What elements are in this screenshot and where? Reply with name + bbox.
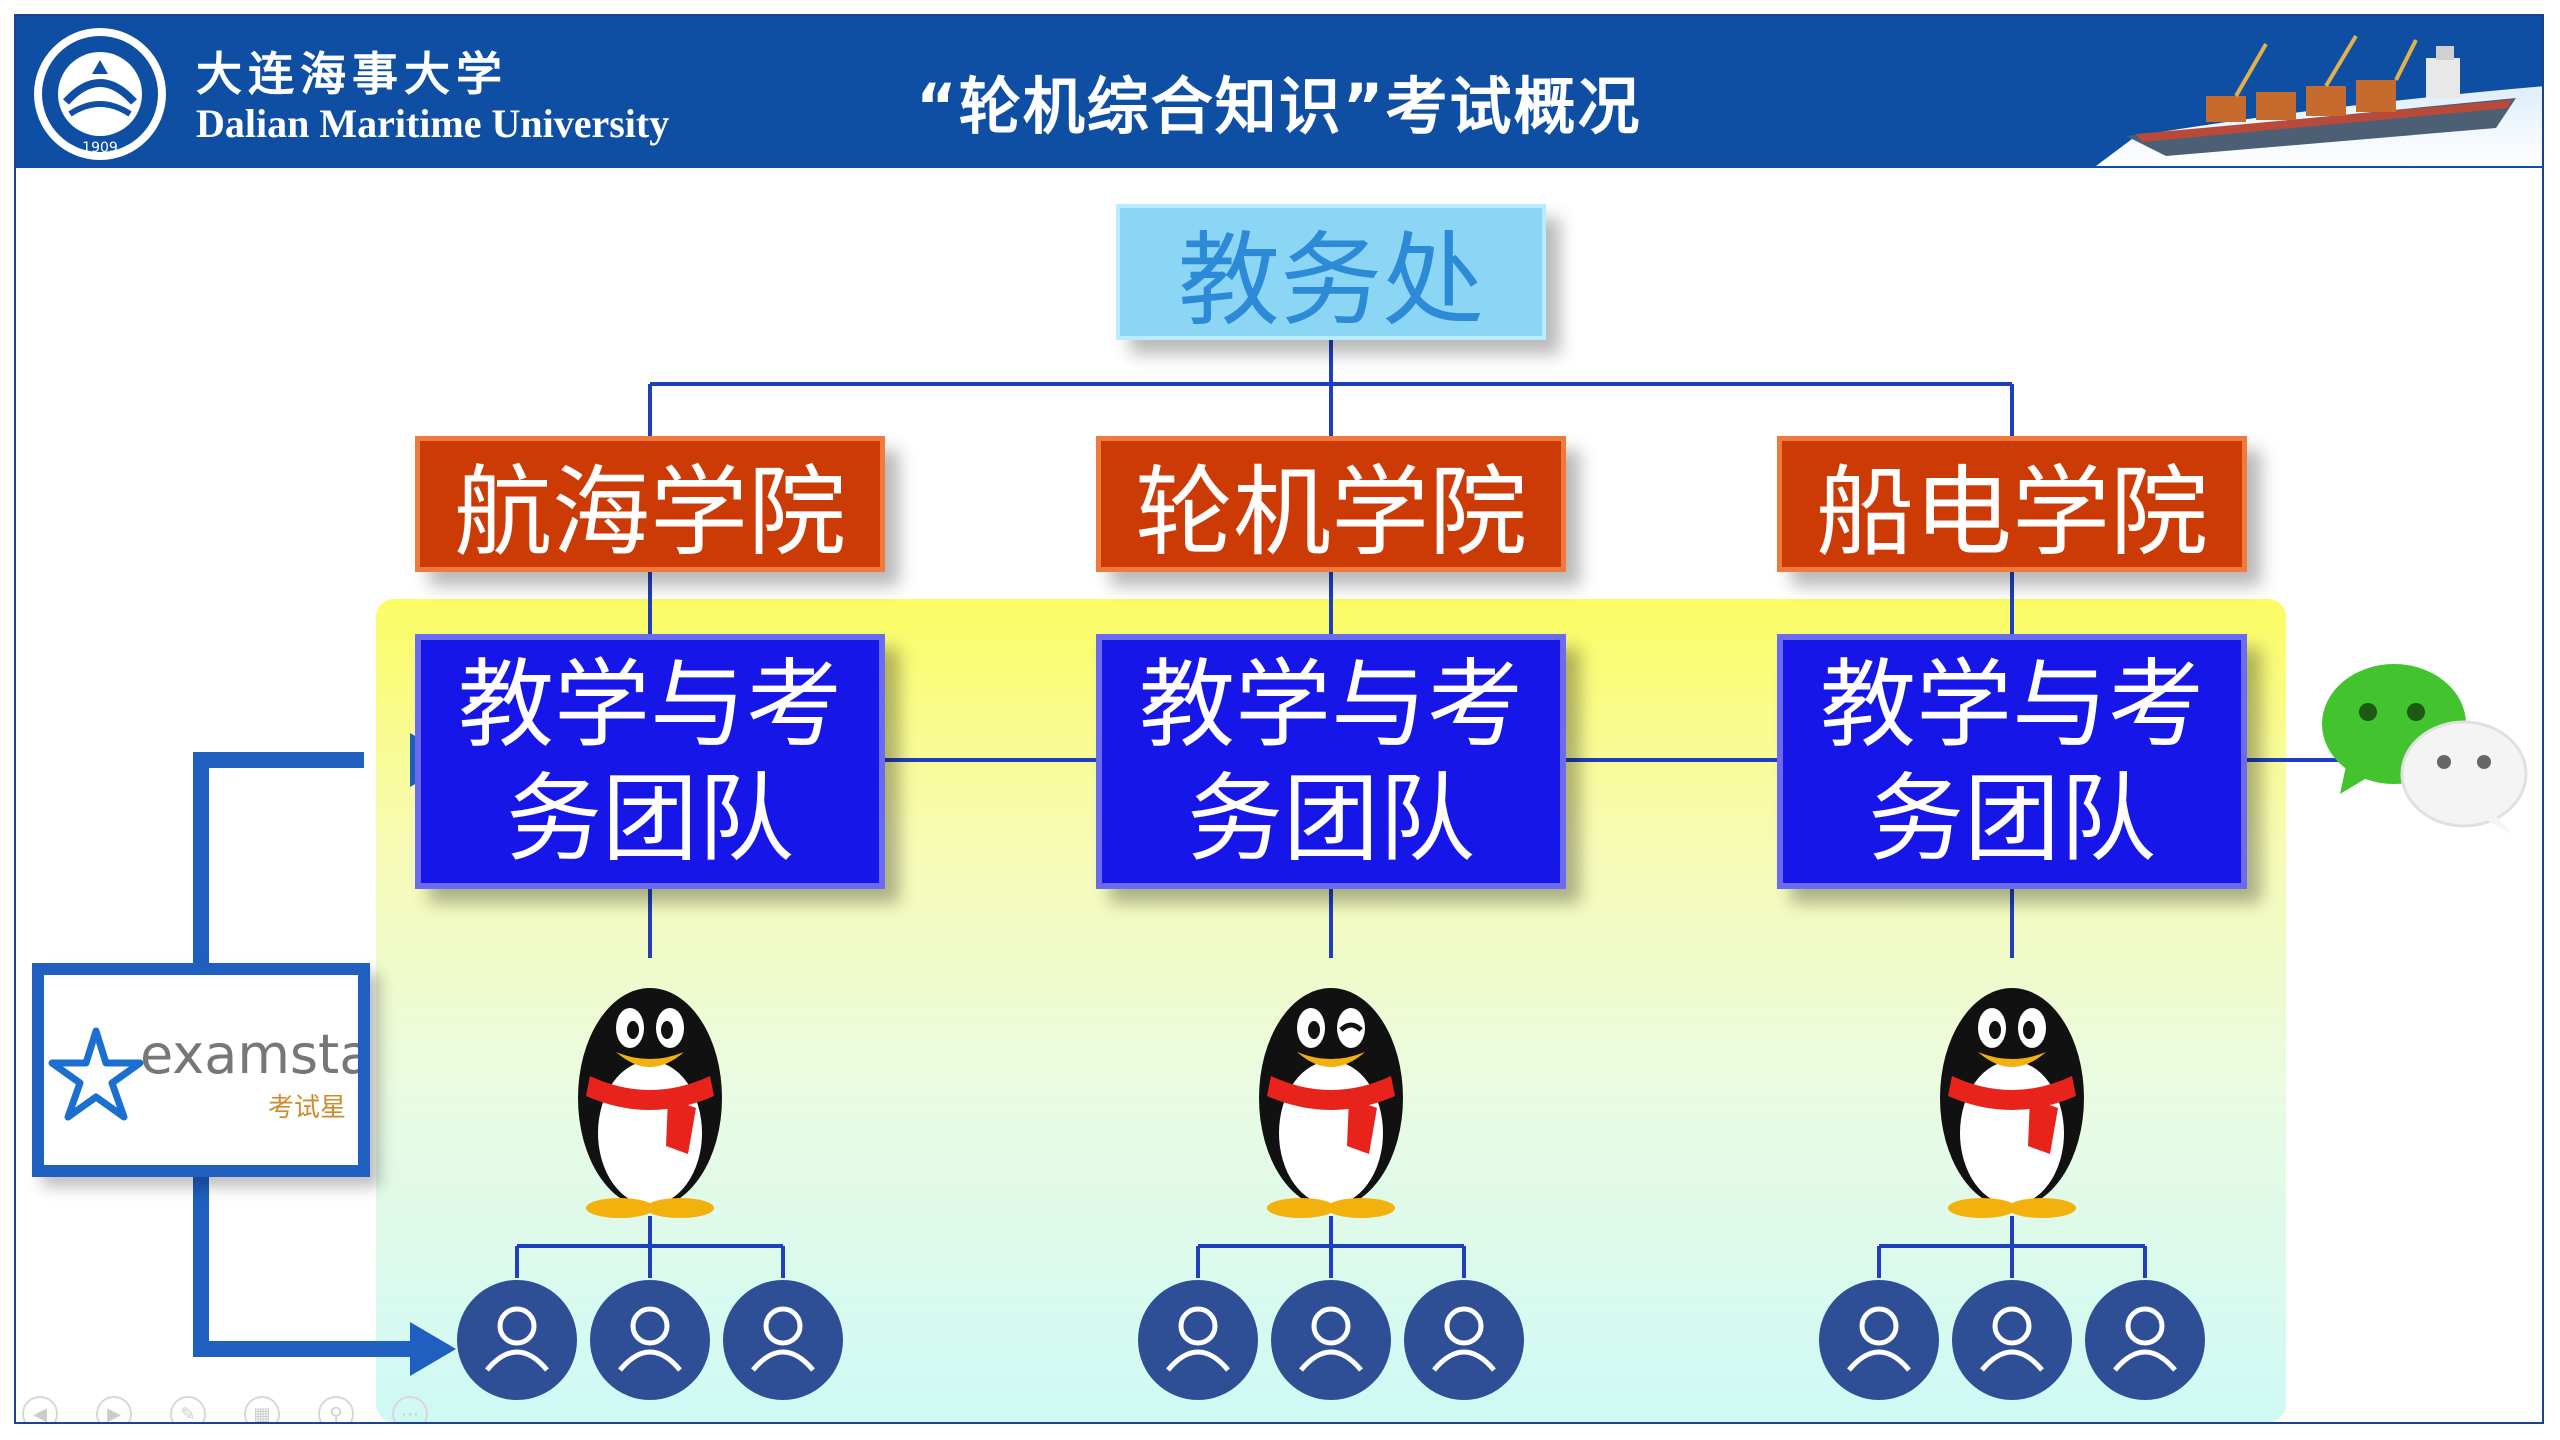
teaching-exam-team-box-3: 教学与考务团队 <box>1777 634 2247 889</box>
slides-grid-icon[interactable]: ▦ <box>244 1396 280 1422</box>
zoom-icon[interactable]: ⚲ <box>318 1396 354 1422</box>
user-icon <box>457 1280 577 1400</box>
university-name-en: Dalian Maritime University <box>196 101 670 146</box>
user-icon <box>723 1280 843 1400</box>
user-icon <box>2085 1280 2205 1400</box>
logo-year: 1909 <box>82 140 118 156</box>
slide-header: 1909 大连海事大学 Dalian Maritime University “… <box>16 16 2542 168</box>
previous-slide-icon[interactable]: ◀ <box>22 1396 58 1422</box>
next-slide-icon[interactable]: ▶ <box>96 1396 132 1422</box>
navigation-college-box: 航海学院 <box>415 436 885 572</box>
user-icon <box>590 1280 710 1400</box>
user-icon <box>1819 1280 1939 1400</box>
examstar-subtitle: 考试星 <box>268 1093 347 1123</box>
pen-icon[interactable]: ✎ <box>170 1396 206 1422</box>
team-label-line2: 务团队 <box>1187 762 1475 875</box>
user-group-2 <box>1138 1280 1524 1400</box>
user-group-3 <box>1819 1280 2205 1400</box>
slide-frame: 1909 大连海事大学 Dalian Maritime University “… <box>14 14 2544 1424</box>
more-icon[interactable]: ⋯ <box>392 1396 428 1422</box>
examstar-star-icon <box>48 1027 144 1121</box>
teaching-exam-team-box-2: 教学与考务团队 <box>1096 634 1566 889</box>
team-label-line1: 教学与考 <box>1139 648 1523 761</box>
examstar-wordmark: examstar <box>140 1023 370 1086</box>
university-seal-icon: 1909 <box>34 28 166 160</box>
university-name-cn: 大连海事大学 <box>196 47 508 101</box>
team-label-line2: 务团队 <box>506 762 794 875</box>
electrical-engineering-college-box: 船电学院 <box>1777 436 2247 572</box>
user-icon <box>1952 1280 2072 1400</box>
wechat-icon <box>2322 664 2528 834</box>
teaching-exam-team-box-1: 教学与考务团队 <box>415 634 885 889</box>
qq-penguin-icon <box>1940 988 2084 1218</box>
user-icon <box>1271 1280 1391 1400</box>
academic-affairs-box: 教务处 <box>1116 204 1546 341</box>
user-icon <box>1404 1280 1524 1400</box>
examstar-logo-box: examstar 考试星 <box>32 963 370 1177</box>
team-label-line1: 教学与考 <box>1820 648 2204 761</box>
user-group-1 <box>457 1280 843 1400</box>
org-diagram: 教务处 航海学院 轮机学院 船电学院 教学与考务团队 教学与考务团队 教学与考务… <box>16 168 2542 1422</box>
qq-penguin-icon <box>578 988 722 1218</box>
examstar-wordmark-main: examsta <box>140 1023 370 1086</box>
cargo-ship-image <box>2096 16 2542 166</box>
slide-title: “轮机综合知识”考试概况 <box>916 70 1642 143</box>
team-label-line1: 教学与考 <box>458 648 842 761</box>
connector-lines <box>193 340 2346 1376</box>
qq-penguin-icon <box>1259 988 1403 1218</box>
team-label-line2: 务团队 <box>1868 762 2156 875</box>
user-icon <box>1138 1280 1258 1400</box>
marine-engineering-college-box: 轮机学院 <box>1096 436 1566 572</box>
